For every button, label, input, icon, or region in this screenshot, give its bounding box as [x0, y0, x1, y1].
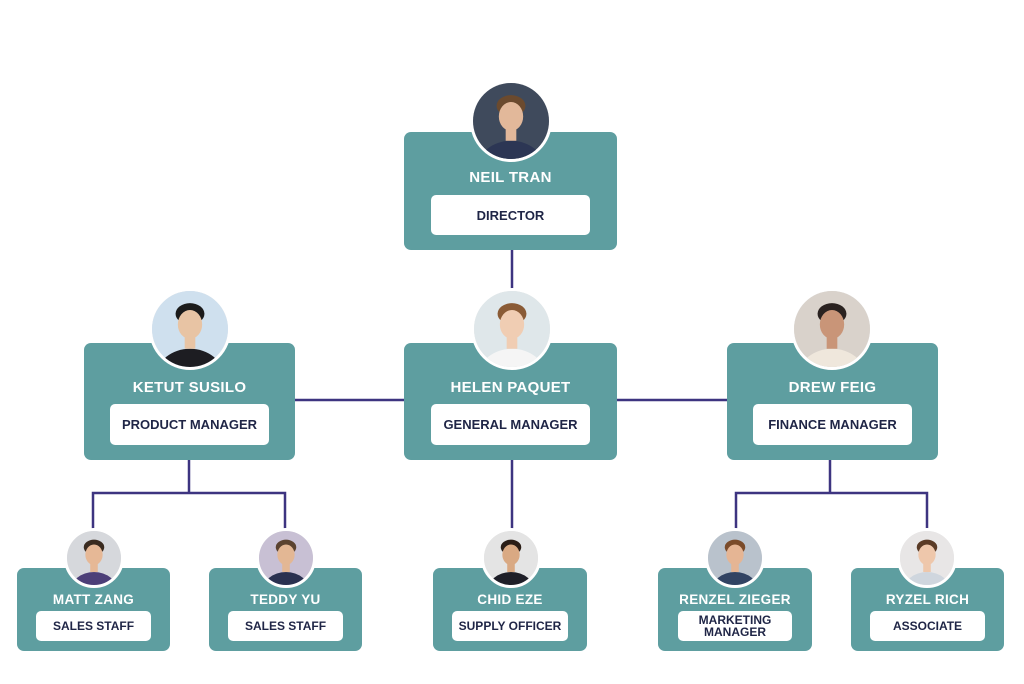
role-label: PRODUCT MANAGER — [110, 404, 269, 445]
role-label: MARKETING MANAGER — [678, 611, 792, 641]
person-name: KETUT SUSILO — [132, 379, 247, 396]
woman-headset-avatar — [481, 528, 541, 588]
woman-hardhat-avatar — [705, 528, 765, 588]
person-name: NEIL TRAN — [469, 169, 552, 186]
role-label: FINANCE MANAGER — [753, 404, 912, 445]
supply-officer-card: CHID EZE SUPPLY OFFICER — [433, 568, 587, 651]
man-suit-avatar — [149, 288, 231, 370]
person-name: RYZEL RICH — [885, 592, 970, 607]
associate-card: RYZEL RICH ASSOCIATE — [851, 568, 1004, 651]
woman-headset-avatar — [471, 288, 553, 370]
man-casual-avatar — [256, 528, 316, 588]
man-smiling-avatar — [791, 288, 873, 370]
director-card: NEIL TRAN DIRECTOR — [404, 132, 617, 250]
woman-smiling-avatar — [897, 528, 957, 588]
person-name: DREW FEIG — [788, 379, 877, 396]
man-glasses-avatar — [64, 528, 124, 588]
person-name: MATT ZANG — [52, 592, 135, 607]
connector-product-sales — [91, 460, 287, 530]
role-label: SUPPLY OFFICER — [452, 611, 568, 641]
role-label: SALES STAFF — [228, 611, 343, 641]
role-label: SALES STAFF — [36, 611, 151, 641]
person-name: TEDDY YU — [250, 592, 321, 607]
person-name: HELEN PAQUET — [450, 379, 571, 396]
sales-staff-card-2: TEDDY YU SALES STAFF — [209, 568, 362, 651]
connector-finance-team — [734, 460, 929, 530]
product-manager-card: KETUT SUSILO PRODUCT MANAGER — [84, 343, 295, 460]
man-glasses-suit-avatar — [470, 80, 552, 162]
person-name: CHID EZE — [477, 592, 543, 607]
person-name: RENZEL ZIEGER — [679, 592, 791, 607]
role-label: GENERAL MANAGER — [431, 404, 590, 445]
role-label: ASSOCIATE — [870, 611, 985, 641]
role-label: DIRECTOR — [431, 195, 590, 235]
